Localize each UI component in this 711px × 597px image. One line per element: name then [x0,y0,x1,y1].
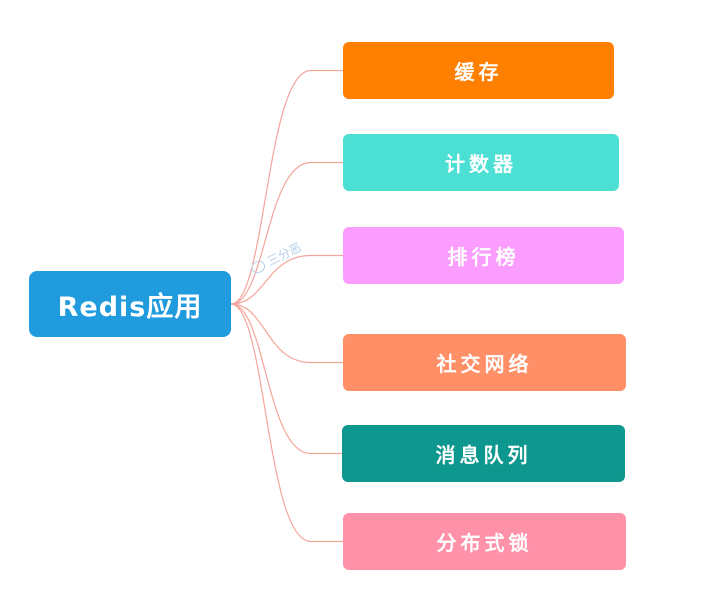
connector-line [230,69,343,305]
connector-line [230,303,342,455]
connector-line [230,254,343,305]
branch-node-message-queue[interactable]: 消息队列 [342,425,625,482]
branch-node-distributed-lock[interactable]: 分布式锁 [343,513,626,570]
branch-node-cache[interactable]: 缓存 [343,42,614,99]
connector-line [230,303,343,364]
branch-node-counter[interactable]: 计数器 [343,134,619,191]
branch-node-leaderboard[interactable]: 排行榜 [343,227,624,284]
connector-line [230,161,343,305]
root-node[interactable]: Redis应用 [29,271,231,337]
branch-node-social-network[interactable]: 社交网络 [343,334,626,391]
connector-line [230,303,343,543]
